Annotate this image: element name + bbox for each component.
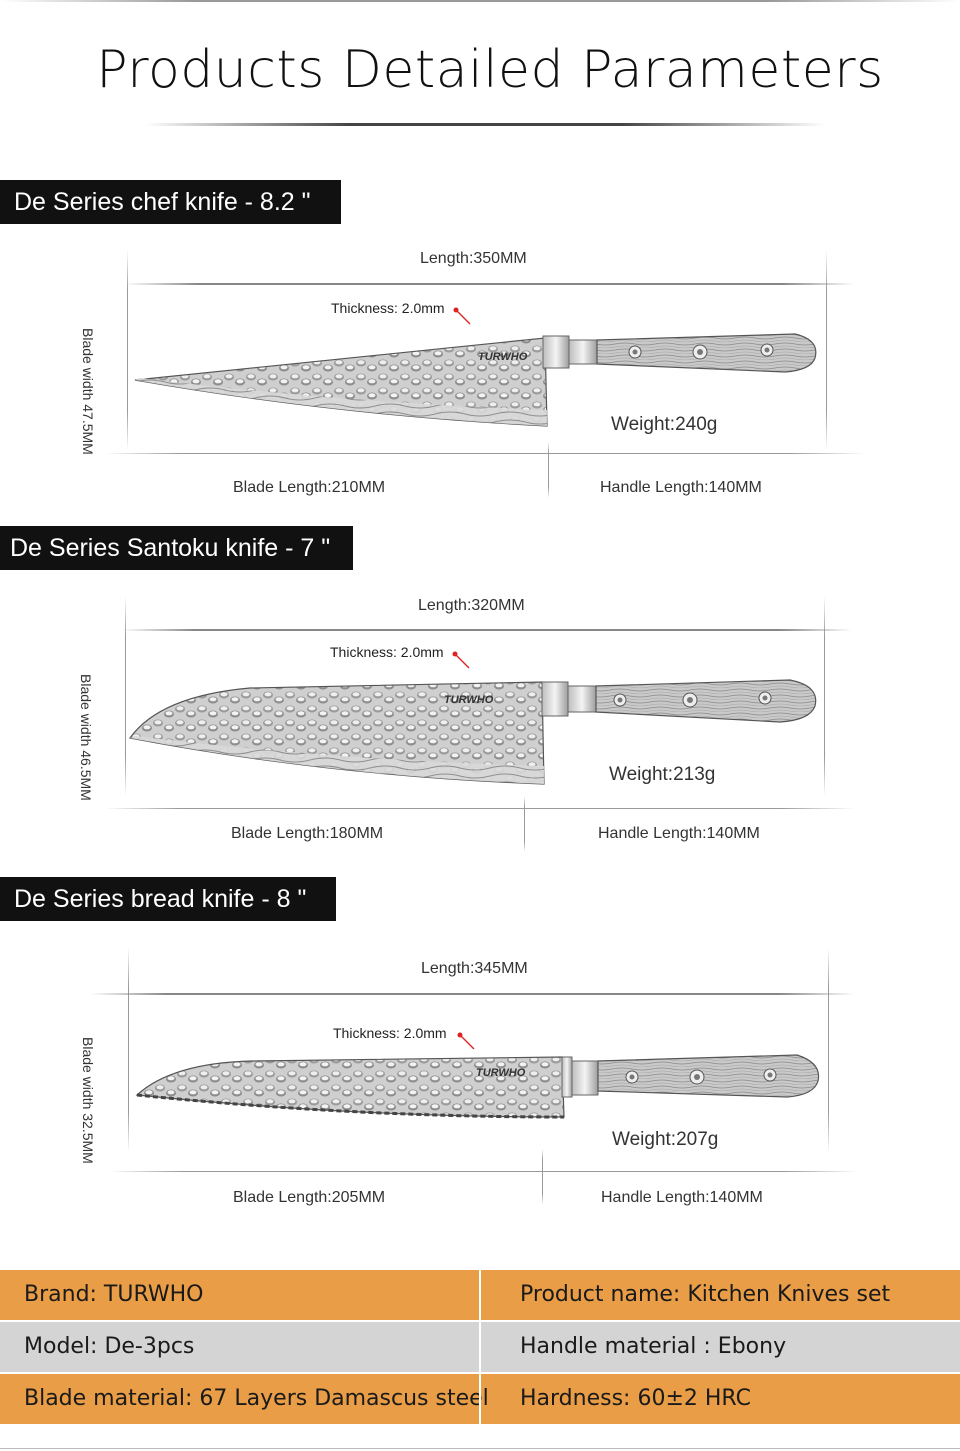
- blade-handle-split-line: [542, 1149, 543, 1205]
- knife-section-chef: De Series chef knife - 8.2 " Length:350M…: [0, 180, 960, 520]
- knife-section-bread: De Series bread knife - 8 " Length:345MM…: [0, 877, 960, 1217]
- bottom-dim-line: [105, 808, 855, 809]
- length-text: Length:350MM: [420, 250, 527, 267]
- specs-row-1: Brand: TURWHO Product name: Kitchen Kniv…: [0, 1270, 960, 1320]
- dim-line-left: [127, 250, 128, 450]
- hardness-cell: Hardness: 60±2 HRC: [520, 1386, 751, 1411]
- brand-mark-text: TURWHO: [476, 1067, 526, 1079]
- title-divider: [145, 123, 825, 126]
- dim-line-right: [828, 947, 829, 1152]
- thickness-text: Thickness: 2.0mm: [330, 644, 444, 660]
- dim-line-left: [125, 596, 126, 796]
- dim-line-right: [824, 596, 825, 796]
- product-name-cell: Product name: Kitchen Knives set: [520, 1282, 891, 1307]
- page-title: Products Detailed Parameters: [96, 40, 884, 100]
- bottom-dim-line: [105, 453, 865, 454]
- length-dim-line: [122, 629, 852, 631]
- dim-line-left: [128, 947, 129, 1152]
- santoku-knife-image: [128, 679, 817, 785]
- weight-text: Weight:240g: [611, 414, 718, 435]
- specs-row-3: Blade material: 67 Layers Damascus steel…: [0, 1374, 960, 1424]
- thickness-pointer-icon: [453, 307, 471, 325]
- blade-handle-split-line: [524, 796, 525, 852]
- handle-length-text: Handle Length:140MM: [598, 825, 760, 842]
- blade-length-text: Blade Length:205MM: [233, 1189, 386, 1206]
- knife-label: De Series chef knife - 8.2 ": [0, 180, 341, 224]
- bread-knife-image: [135, 1054, 820, 1119]
- knife-label: De Series Santoku knife - 7 ": [0, 526, 353, 570]
- blade-width-text: Blade width 47.5MM: [80, 328, 96, 455]
- length-text: Length:320MM: [418, 597, 525, 614]
- handle-material-cell: Handle material : Ebony: [520, 1334, 787, 1359]
- blade-length-text: Blade Length:180MM: [231, 825, 384, 842]
- length-text: Length:345MM: [421, 960, 528, 977]
- chef-knife-image: [134, 333, 817, 427]
- specs-row-2: Model: De-3pcs Handle material : Ebony: [0, 1322, 960, 1372]
- column-divider: [479, 1374, 481, 1424]
- thickness-text: Thickness: 2.0mm: [333, 1025, 447, 1041]
- bottom-rule: [0, 1448, 960, 1449]
- knife-section-santoku: De Series Santoku knife - 7 " Length:320…: [0, 526, 960, 866]
- blade-length-text: Blade Length:210MM: [233, 479, 386, 496]
- thickness-pointer-icon: [457, 1032, 475, 1050]
- column-divider: [479, 1270, 481, 1320]
- weight-text: Weight:213g: [609, 764, 716, 785]
- column-divider: [479, 1322, 481, 1372]
- dim-line-right: [826, 250, 827, 450]
- top-rule: [0, 0, 960, 2]
- blade-handle-split-line: [548, 442, 549, 498]
- length-dim-line: [125, 283, 855, 285]
- blade-material-cell: Blade material: 67 Layers Damascus steel: [24, 1386, 489, 1411]
- brand-cell: Brand: TURWHO: [24, 1282, 204, 1307]
- bottom-dim-line: [108, 1171, 858, 1172]
- brand-mark-text: TURWHO: [444, 694, 494, 706]
- blade-width-text: Blade width 32.5MM: [80, 1037, 96, 1164]
- model-cell: Model: De-3pcs: [24, 1334, 195, 1359]
- handle-length-text: Handle Length:140MM: [601, 1189, 763, 1206]
- handle-length-text: Handle Length:140MM: [600, 479, 762, 496]
- blade-width-text: Blade width 46.5MM: [78, 674, 94, 801]
- thickness-text: Thickness: 2.0mm: [331, 300, 445, 316]
- brand-mark-text: TURWHO: [478, 351, 528, 363]
- length-dim-line: [90, 993, 855, 995]
- knife-label: De Series bread knife - 8 ": [0, 877, 336, 921]
- thickness-pointer-icon: [452, 651, 470, 669]
- weight-text: Weight:207g: [612, 1129, 719, 1150]
